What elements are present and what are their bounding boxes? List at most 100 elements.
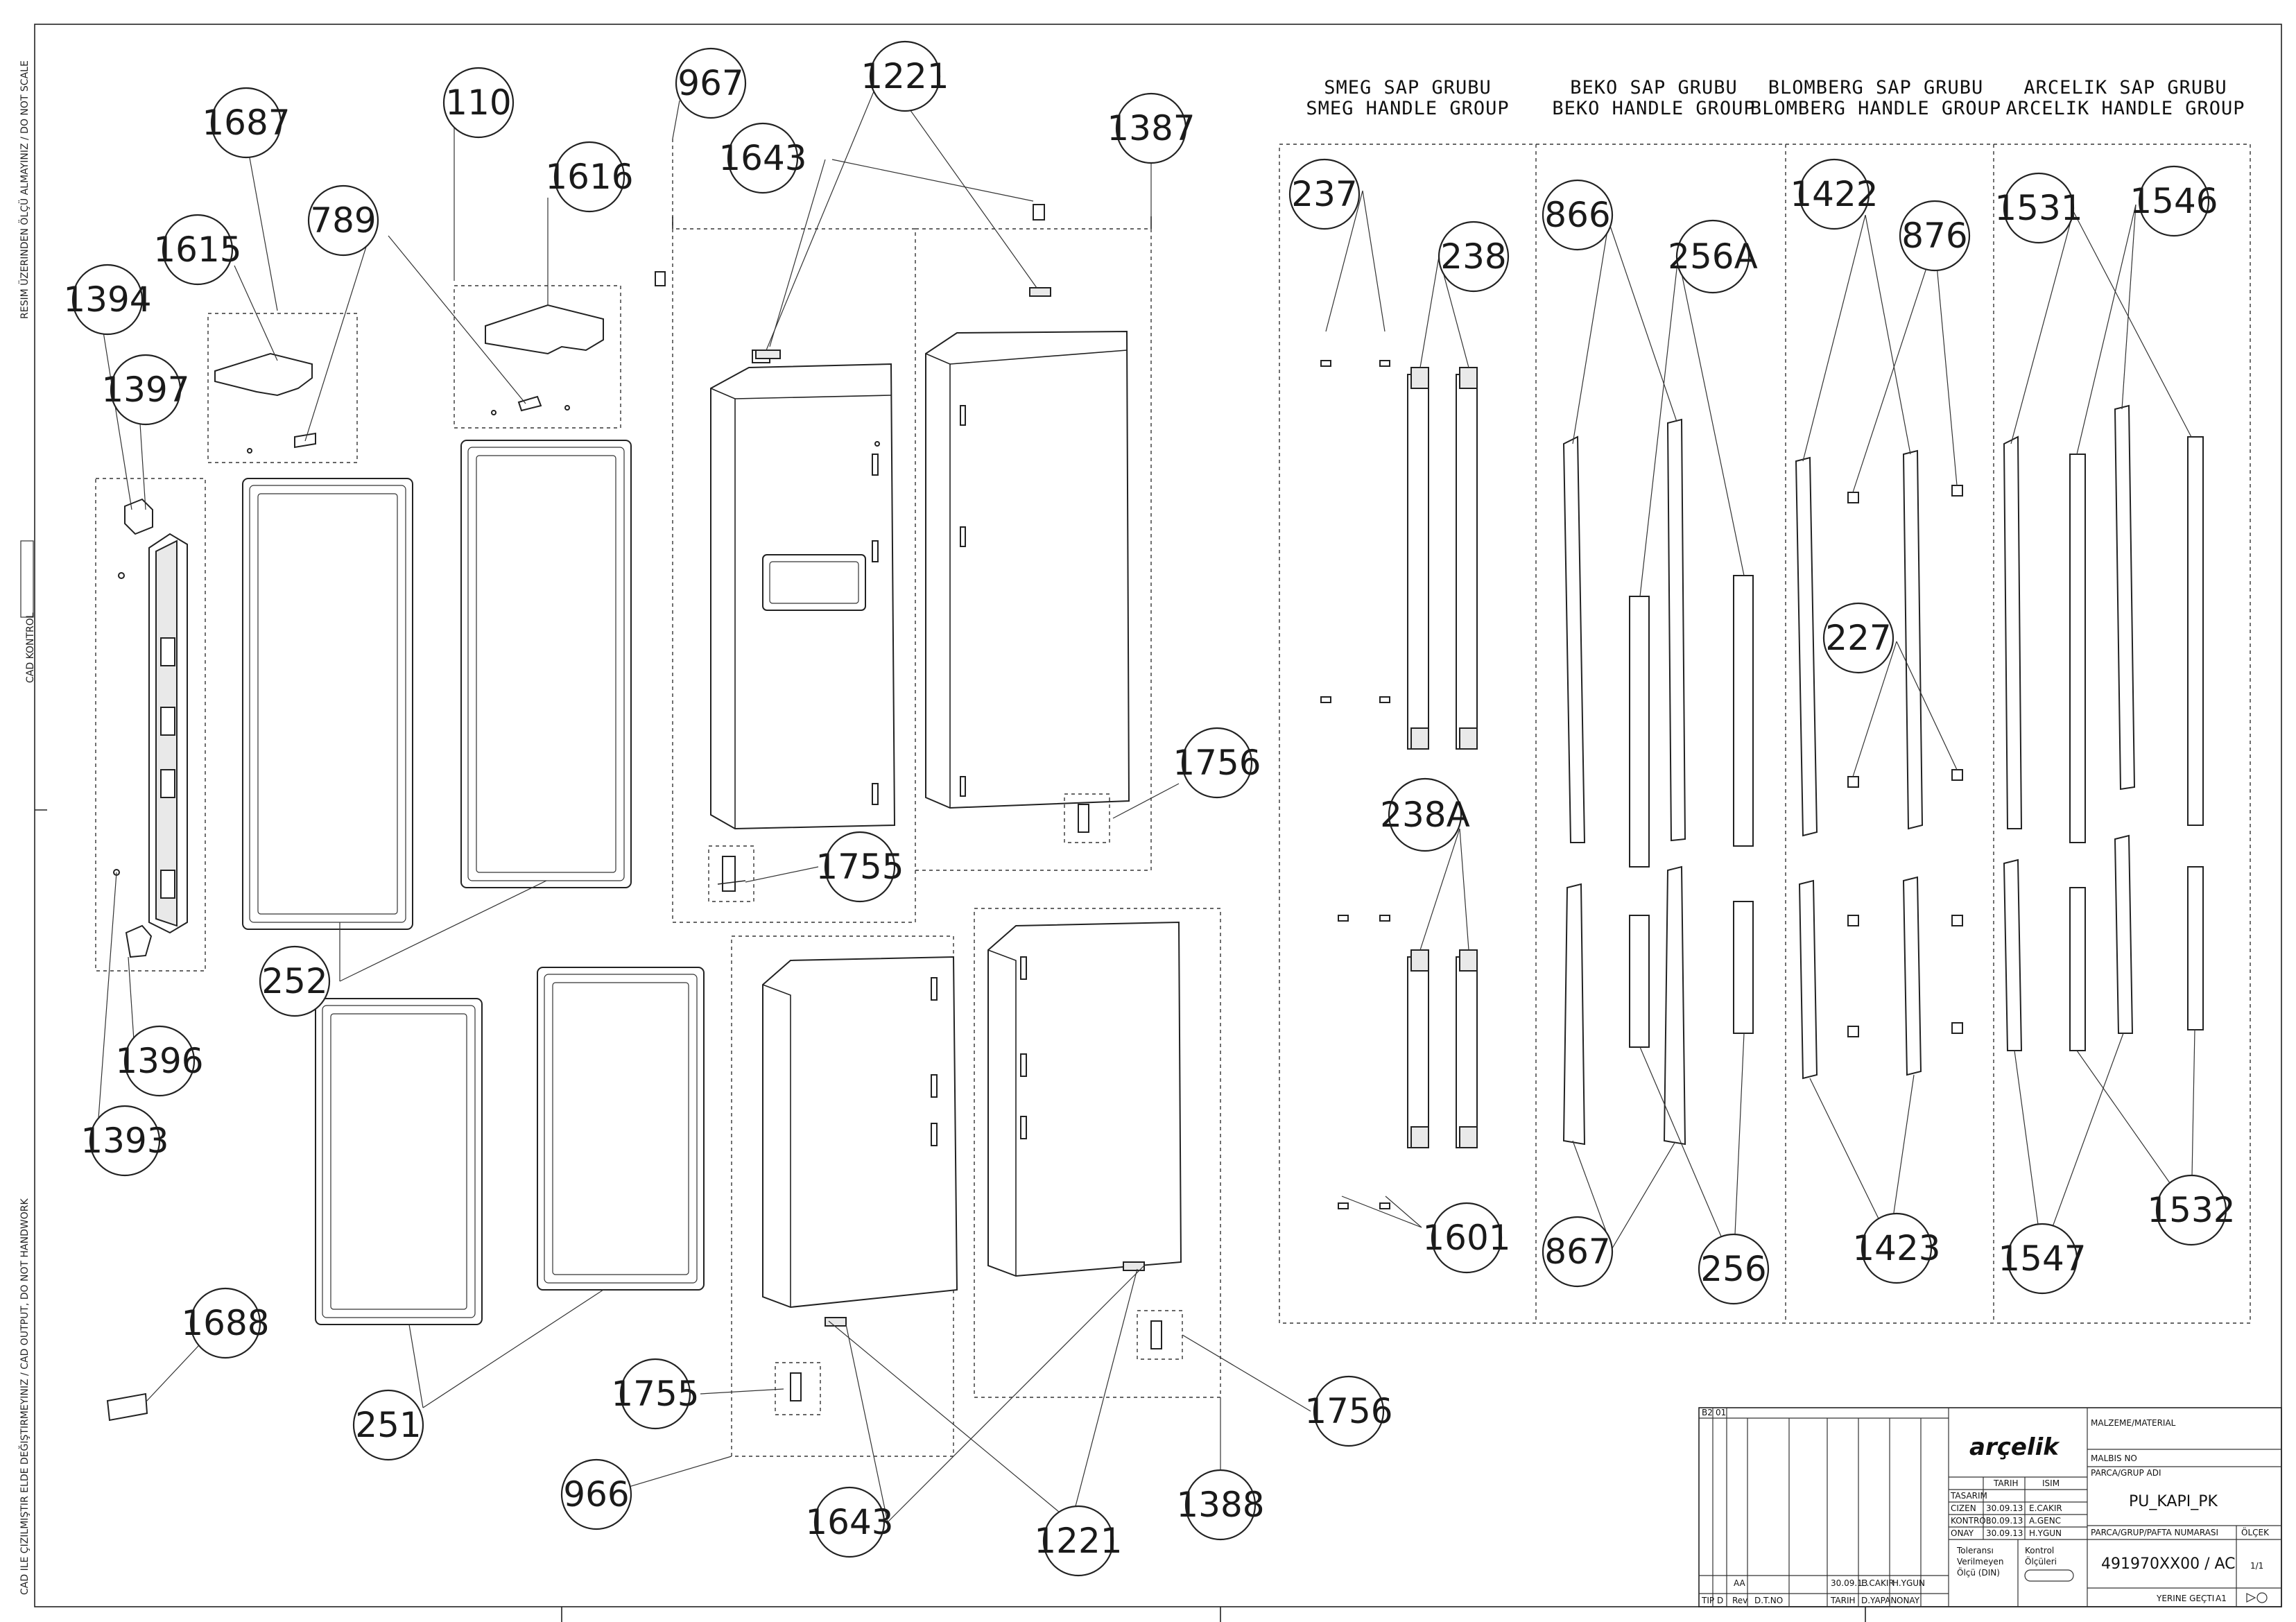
gasket-252-right xyxy=(460,440,632,888)
callout-1387: 1387 xyxy=(1107,92,1196,164)
svg-text:D: D xyxy=(1717,1596,1723,1605)
beko-group-title: BEKO SAP GRUBU xyxy=(1570,77,1738,98)
callout-1422: 1422 xyxy=(1790,158,1879,230)
svg-text:1531: 1531 xyxy=(1994,188,2082,228)
callout-238A: 238A xyxy=(1380,777,1470,852)
callout-867: 867 xyxy=(1542,1216,1614,1288)
projection-symbol xyxy=(2256,1592,2268,1603)
svg-text:Verilmeyen: Verilmeyen xyxy=(1957,1557,2003,1567)
svg-text:30.09.13: 30.09.13 xyxy=(1986,1503,2023,1513)
svg-text:30.09.13: 30.09.13 xyxy=(1831,1578,1867,1588)
material-label: MALZEME/MATERIAL xyxy=(2091,1418,2176,1428)
svg-text:1422: 1422 xyxy=(1790,174,1878,214)
malbis-label: MALBIS NO xyxy=(2091,1453,2137,1463)
smeg-group-title-en: SMEG HANDLE GROUP xyxy=(1306,98,1509,119)
callout-110: 110 xyxy=(442,67,515,139)
svg-text:D.T.NO: D.T.NO xyxy=(1754,1596,1783,1605)
callout-1393: 1393 xyxy=(80,1105,169,1177)
leader-lines xyxy=(96,83,2195,1523)
svg-text:1615: 1615 xyxy=(153,230,241,270)
callout-1396: 1396 xyxy=(115,1025,204,1097)
arcelik-group-title-en: ARCELIK HANDLE GROUP xyxy=(2005,98,2245,119)
replace-label: YERINE GEÇTI xyxy=(2156,1594,2214,1603)
svg-text:110: 110 xyxy=(445,83,511,123)
beko-group-title-en: BEKO HANDLE GROUP xyxy=(1552,98,1755,119)
callout-1687: 1687 xyxy=(202,87,291,159)
callout-1755-bottom: 1755 xyxy=(611,1358,700,1430)
sheet-size: A1 xyxy=(2216,1594,2227,1603)
callout-1756-bottom: 1756 xyxy=(1304,1375,1393,1447)
callout-967: 967 xyxy=(675,47,747,119)
svg-text:1393: 1393 xyxy=(80,1121,169,1161)
blomberg-group-title-en: BLOMBERG HANDLE GROUP xyxy=(1750,98,2001,119)
drawing-border xyxy=(34,24,2282,1607)
door-966 xyxy=(731,935,958,1457)
svg-text:H.YGUN: H.YGUN xyxy=(2029,1528,2062,1538)
svg-text:1643: 1643 xyxy=(805,1502,893,1542)
side-note-cad-output: CAD ILE ÇIZILMIŞTIR ELDE DEĞIŞTIRMEYINIZ… xyxy=(18,1198,31,1595)
rev-code-01: 01 xyxy=(1716,1408,1726,1417)
callout-1615: 1615 xyxy=(153,214,242,286)
svg-text:238A: 238A xyxy=(1380,795,1470,835)
title-block: B2 01 arçelik TARIH ISIM TASARIM CIZEN 3… xyxy=(1698,1407,2282,1607)
svg-text:AA: AA xyxy=(1734,1578,1746,1588)
callout-876: 876 xyxy=(1899,200,1971,272)
svg-text:1221: 1221 xyxy=(1034,1521,1122,1561)
svg-text:Ölçü (DIN): Ölçü (DIN) xyxy=(1957,1567,2000,1578)
svg-text:1756: 1756 xyxy=(1304,1391,1392,1431)
beko-handles xyxy=(1562,418,1754,1146)
callout-252: 252 xyxy=(259,945,331,1017)
callout-1755-top: 1755 xyxy=(815,831,904,903)
callout-1756-top: 1756 xyxy=(1173,727,1261,799)
callout-1397: 1397 xyxy=(101,354,190,426)
svg-text:256A: 256A xyxy=(1668,236,1758,277)
svg-text:237: 237 xyxy=(1291,174,1357,214)
svg-text:1546: 1546 xyxy=(2130,181,2218,221)
svg-text:1688: 1688 xyxy=(181,1303,269,1343)
svg-text:867: 867 xyxy=(1544,1232,1610,1272)
svg-text:1387: 1387 xyxy=(1107,108,1195,148)
svg-text:CIZEN: CIZEN xyxy=(1951,1503,1976,1513)
number-label: PARCA/GRUP/PAFTA NUMARASI xyxy=(2091,1528,2218,1537)
svg-text:251: 251 xyxy=(355,1405,421,1445)
door-967 xyxy=(655,139,1152,923)
svg-text:Toleransı: Toleransı xyxy=(1956,1546,1994,1555)
callout-237: 237 xyxy=(1288,158,1361,230)
callout-1688: 1688 xyxy=(181,1287,270,1359)
svg-text:1394: 1394 xyxy=(63,279,151,320)
callout-1221-bottom: 1221 xyxy=(1034,1505,1123,1577)
svg-text:1687: 1687 xyxy=(202,103,290,143)
svg-text:1755: 1755 xyxy=(815,847,904,887)
svg-text:238: 238 xyxy=(1440,236,1506,277)
date-column-header: TARIH xyxy=(1993,1478,2019,1488)
svg-text:252: 252 xyxy=(261,961,327,1001)
door-1388 xyxy=(974,908,1221,1398)
side-note-cad-control: CAD KONTROL xyxy=(25,612,36,683)
svg-text:ONAY: ONAY xyxy=(1951,1528,1974,1538)
callout-1643-bottom: 1643 xyxy=(805,1486,894,1558)
arcelik-handles xyxy=(2003,404,2204,1051)
part-number: 491970XX00 / AC xyxy=(2101,1555,2236,1573)
svg-text:876: 876 xyxy=(1901,216,1967,256)
svg-text:ONAY: ONAY xyxy=(1897,1596,1920,1605)
smeg-handles xyxy=(1320,360,1478,1209)
handle-groups-panel xyxy=(1279,144,2251,1324)
svg-text:E.CAKIR: E.CAKIR xyxy=(1861,1578,1894,1588)
svg-text:TARIH: TARIH xyxy=(1830,1596,1856,1605)
svg-text:TIP: TIP xyxy=(1701,1596,1714,1605)
side-note-scale: RESIM ÜZERINDEN ÖLÇÜ ALMAYINIZ / DO NOT … xyxy=(18,60,31,319)
callout-251: 251 xyxy=(352,1389,424,1461)
svg-text:1221: 1221 xyxy=(861,56,949,96)
svg-text:Kontrol: Kontrol xyxy=(2025,1546,2054,1555)
callout-227: 227 xyxy=(1822,602,1894,674)
svg-text:KONTROL: KONTROL xyxy=(1951,1516,1991,1526)
smeg-group-title: SMEG SAP GRUBU xyxy=(1324,77,1492,98)
brand-logo: arçelik xyxy=(1969,1433,2060,1461)
callout-1221-top: 1221 xyxy=(861,40,949,112)
scale-value: 1/1 xyxy=(2250,1561,2263,1571)
svg-text:Rev: Rev xyxy=(1732,1596,1747,1605)
gasket-251-right xyxy=(537,967,705,1291)
svg-text:H.YGUN: H.YGUN xyxy=(1892,1578,1925,1588)
svg-text:1755: 1755 xyxy=(611,1374,699,1414)
callout-1423: 1423 xyxy=(1852,1212,1941,1284)
